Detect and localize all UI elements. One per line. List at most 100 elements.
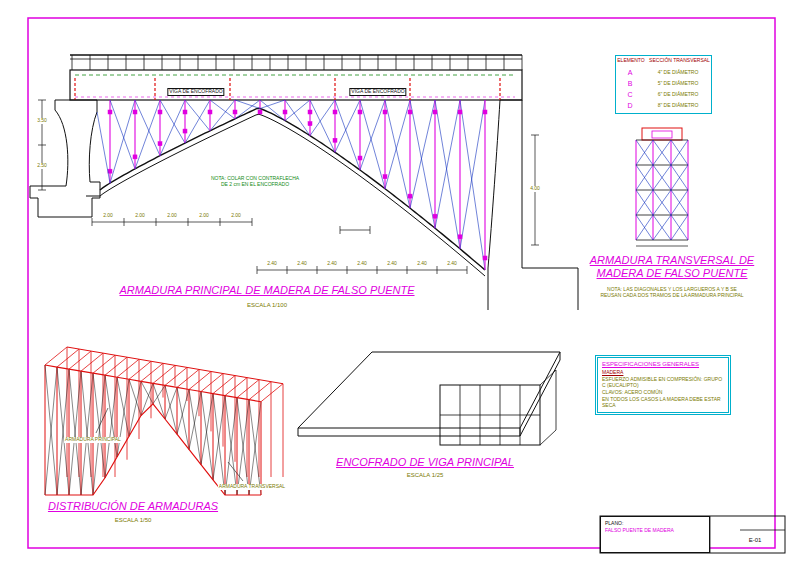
truss-diagonal: [310, 100, 335, 152]
joint-mark: [108, 169, 112, 173]
truss-post: [129, 379, 130, 436]
dimension-tick: [407, 266, 408, 274]
railing-post: [216, 55, 217, 70]
truss-diagonal: [636, 190, 653, 215]
truss-diagonal: [97, 112, 110, 183]
truss-post: [163, 363, 164, 397]
box-heading: ESPECIFICACIONES GENERALES: [602, 361, 724, 368]
truss-post: [57, 367, 58, 495]
truss-tie: [45, 347, 67, 365]
drawing-label: 3.50: [36, 118, 48, 124]
railing-post: [324, 55, 325, 70]
right-abutment: [488, 100, 500, 310]
truss-diagonal: [653, 215, 671, 240]
truss-diagonal: [81, 373, 93, 495]
note-box: ESPECIFICACIONES GENERALESMADERAESFUERZO…: [595, 355, 731, 415]
truss-diagonal: [636, 165, 653, 190]
truss-tie: [249, 382, 271, 400]
joint-mark: [408, 110, 412, 114]
joint-mark: [133, 155, 137, 159]
truss-diagonal: [636, 190, 653, 215]
railing-post: [90, 55, 91, 70]
truss-diagonal: [110, 100, 135, 169]
truss-diagonal: [153, 383, 165, 419]
dimension-line: [257, 270, 467, 271]
title-block-divider: [740, 530, 785, 531]
truss-diagonal: [213, 394, 225, 495]
railing-post: [378, 55, 379, 70]
box-text: FALSO PUENTE DE MADERA: [605, 527, 705, 533]
truss-post: [177, 387, 178, 434]
truss-post: [67, 347, 68, 477]
railing: [70, 54, 522, 56]
dimension-tick: [92, 218, 93, 226]
truss-diagonal: [185, 100, 210, 143]
joint-mark: [433, 214, 437, 218]
truss-diagonal: [310, 100, 335, 136]
drawing-label: C: [627, 91, 632, 99]
drawing-label: 2.00: [102, 213, 114, 219]
railing-post: [108, 55, 109, 70]
beam-stirrup: [334, 78, 335, 100]
truss-post: [261, 402, 262, 495]
truss-diagonal: [129, 381, 141, 436]
drawing-label: 2.40: [266, 261, 278, 267]
drawing-label: ESCALA 1/25: [407, 472, 444, 479]
truss-diagonal: [671, 190, 688, 215]
truss-post: [189, 389, 190, 449]
truss-diagonal: [141, 383, 153, 415]
railing-post: [198, 55, 199, 70]
dimension-tick: [377, 266, 378, 274]
truss-tie: [261, 384, 283, 402]
joint-mark: [383, 110, 387, 114]
drawing-label: 2.40: [326, 261, 338, 267]
railing-post: [396, 55, 397, 70]
truss-strut: [636, 165, 688, 166]
dimension-tick: [220, 218, 221, 226]
leader-line: [228, 462, 243, 481]
truss-diagonal: [213, 396, 225, 480]
truss-post: [434, 100, 435, 228]
truss-diagonal: [671, 165, 688, 190]
truss-diagonal: [435, 100, 460, 228]
drawing-label: D: [627, 102, 632, 110]
dimension-tick: [437, 266, 438, 274]
truss-diagonal: [636, 165, 653, 190]
railing-post: [360, 55, 361, 70]
truss-post: [79, 349, 80, 477]
drawing-label: NOTA: LAS DIAGONALES Y LOS LARGUEROS A Y…: [597, 287, 747, 299]
truss-diagonal: [285, 100, 310, 121]
dimension-tick: [347, 266, 348, 274]
drawing-label: B: [628, 80, 633, 88]
beam-formwork: [298, 352, 560, 445]
joint-mark: [358, 110, 362, 114]
truss-diagonal: [636, 140, 653, 165]
drawing-label: 2.40: [446, 261, 458, 267]
truss-diagonal: [185, 100, 210, 131]
truss-diagonal: [93, 375, 105, 495]
truss-post: [93, 373, 94, 495]
joint-mark: [283, 110, 287, 114]
drawing-label: 2.00: [230, 213, 242, 219]
truss-post: [81, 371, 82, 495]
truss-diagonal: [135, 100, 160, 156]
truss-diagonal: [636, 140, 653, 165]
truss-diagonal: [671, 140, 688, 165]
joint-mark: [408, 194, 412, 198]
truss-post: [213, 394, 214, 480]
box-heading: PLANO:: [605, 520, 705, 526]
truss-diagonal: [57, 367, 69, 495]
truss-post: [199, 369, 200, 416]
view-title: ENCOFRADO DE VIGA PRINCIPAL: [336, 456, 514, 469]
truss-post: [211, 371, 212, 431]
railing-post: [432, 55, 433, 70]
transverse-truss: [636, 128, 688, 246]
drawing-label: 2.40: [416, 261, 428, 267]
dimension-tick: [467, 266, 468, 274]
truss-tie: [57, 349, 79, 367]
truss-diagonal: [110, 100, 135, 183]
drawing-label: 2.00: [198, 213, 210, 219]
truss-diagonal: [189, 389, 201, 464]
truss-post: [165, 385, 166, 419]
reinforcement-line: [75, 75, 515, 76]
